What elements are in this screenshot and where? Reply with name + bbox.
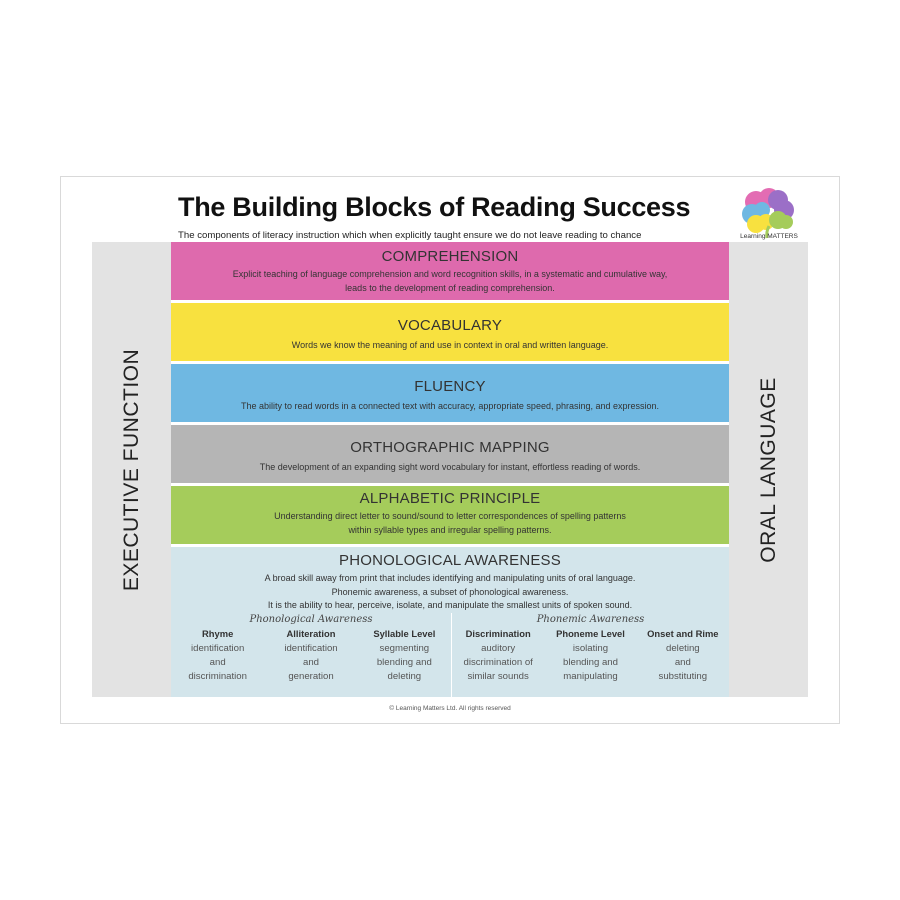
comprehension-desc-line: Explicit teaching of language comprehens… [232,269,668,279]
phonological-awareness-desc-line: A broad skill away from print that inclu… [264,573,636,583]
alphabetic-principle-desc: Understanding direct letter to sound/sou… [171,510,729,537]
skill-line: and [302,657,319,668]
skill-column: Syllable Level segmenting blending and d… [358,628,451,684]
skill-heading: Onset and Rime [647,628,719,639]
skill-column: Rhyme identification and discrimination [171,628,264,684]
comprehension-desc: Explicit teaching of language comprehens… [171,268,729,295]
skill-column: Onset and Rime deleting and substituting [637,628,729,684]
phonological-awareness-desc-line: Phonemic awareness, a subset of phonolog… [331,586,569,597]
comprehension-title: COMPREHENSION [381,248,519,265]
orthographic-mapping-block: ORTHOGRAPHIC MAPPING The development of … [171,425,729,483]
group-title: Phonological Awareness [249,614,373,625]
phonological-awareness-group: Phonological Awareness Rhyme identificat… [171,613,451,697]
logo-text: Learning MATTERS [740,233,798,240]
skill-line: manipulating [563,671,618,682]
phonological-awareness-block: PHONOLOGICAL AWARENESS A broad skill awa… [171,547,729,697]
brain-logo-icon [742,188,794,239]
phonological-awareness-title: PHONOLOGICAL AWARENESS [339,552,561,569]
skill-column: Alliteration identification and generati… [264,628,357,684]
fluency-title: FLUENCY [414,378,486,395]
vocabulary-title: VOCABULARY [397,317,503,334]
skill-line: substituting [658,671,708,682]
skill-heading: Syllable Level [373,628,436,639]
skill-line: blending and [376,657,432,668]
oral-language-label: ORAL LANGUAGE [756,376,780,563]
orthographic-mapping-title: ORTHOGRAPHIC MAPPING [350,439,550,456]
group-divider [451,613,452,697]
skill-heading: Rhyme [202,628,234,639]
comprehension-desc-line: leads to the development of reading comp… [345,282,555,293]
oral-language-column: ORAL LANGUAGE [729,242,808,697]
skill-line: similar sounds [467,671,529,682]
executive-function-column: EXECUTIVE FUNCTION [92,242,171,697]
fluency-block: FLUENCY The ability to read words in a c… [171,364,729,422]
copyright-footer: © Learning Matters Ltd. All rights reser… [389,705,511,712]
phonemic-awareness-group: Phonemic Awareness Discrimination audito… [452,613,729,697]
skill-heading: Discrimination [465,628,531,639]
skill-line: and [674,657,691,668]
phonological-awareness-desc-line: It is the ability to hear, perceive, iso… [267,600,633,610]
fluency-desc: The ability to read words in a connected… [240,401,660,411]
page-subtitle: The components of literacy instruction w… [178,230,642,241]
skill-line: segmenting [379,643,430,654]
group-title: Phonemic Awareness [536,614,645,625]
orthographic-mapping-desc: The development of an expanding sight wo… [259,462,641,472]
phonological-awareness-desc: A broad skill away from print that inclu… [171,572,729,613]
executive-function-label: EXECUTIVE FUNCTION [119,348,143,591]
alphabetic-principle-title: ALPHABETIC PRINCIPLE [359,490,541,507]
alphabetic-principle-desc-line: Understanding direct letter to sound/sou… [274,511,626,521]
skill-heading: Alliteration [286,628,336,639]
skill-line: identification [284,643,338,654]
alphabetic-principle-block: ALPHABETIC PRINCIPLE Understanding direc… [171,486,729,544]
vocabulary-block: VOCABULARY Words we know the meaning of … [171,303,729,361]
skill-line: and [209,657,226,668]
vocabulary-desc: Words we know the meaning of and use in … [291,340,609,350]
skill-line: generation [288,671,334,682]
alphabetic-principle-desc-line: within syllable types and irregular spel… [348,524,552,535]
skill-line: deleting [387,671,422,682]
skill-line: discrimination [188,671,247,682]
skill-line: discrimination of [463,657,533,668]
skill-line: isolating [572,643,609,654]
page-title: The Building Blocks of Reading Success [178,192,691,222]
skill-line: identification [190,643,245,654]
skill-column: Phoneme Level isolating blending and man… [544,628,636,684]
skill-line: deleting [666,643,700,654]
comprehension-block: COMPREHENSION Explicit teaching of langu… [171,242,729,300]
awareness-grid: Phonological Awareness Rhyme identificat… [171,613,729,697]
skill-line: auditory [481,643,516,654]
skill-line: blending and [563,657,618,668]
skill-heading: Phoneme Level [556,628,625,639]
skill-column: Discrimination auditory discrimination o… [452,628,544,684]
